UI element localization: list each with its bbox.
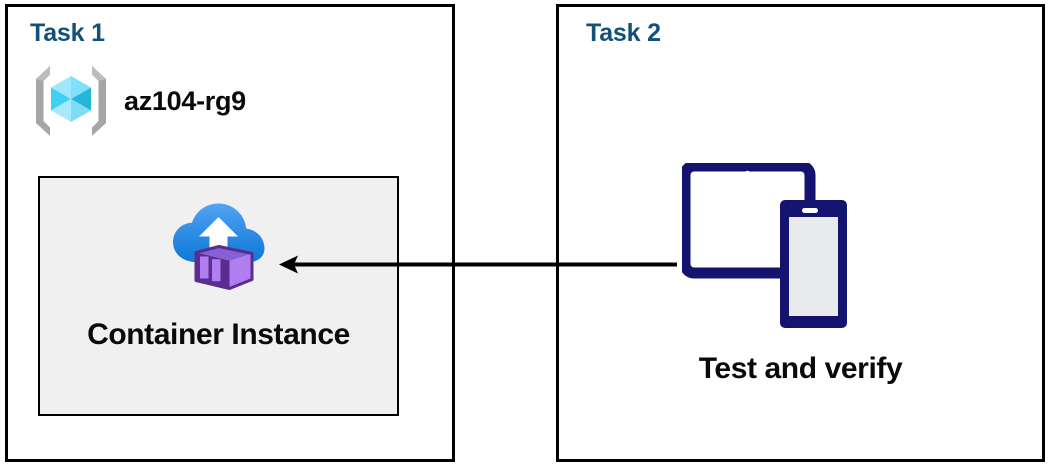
panel-title-task-1: Task 1: [30, 19, 105, 47]
container-instance-label: Container Instance: [87, 318, 350, 351]
panel-task-2: [556, 4, 1045, 462]
tablet-and-phone-icon: [682, 163, 847, 328]
resource-group-row: az104-rg9: [30, 62, 246, 140]
azure-container-instance-icon: [172, 203, 264, 290]
panel-title-task-2: Task 2: [586, 19, 661, 47]
panel-task-1: [5, 4, 455, 462]
container-instance-card: Container Instance: [38, 176, 399, 416]
resource-group-label: az104-rg9: [124, 85, 246, 116]
test-and-verify-label: Test and verify: [698, 352, 903, 385]
azure-resource-group-icon: [36, 66, 106, 136]
